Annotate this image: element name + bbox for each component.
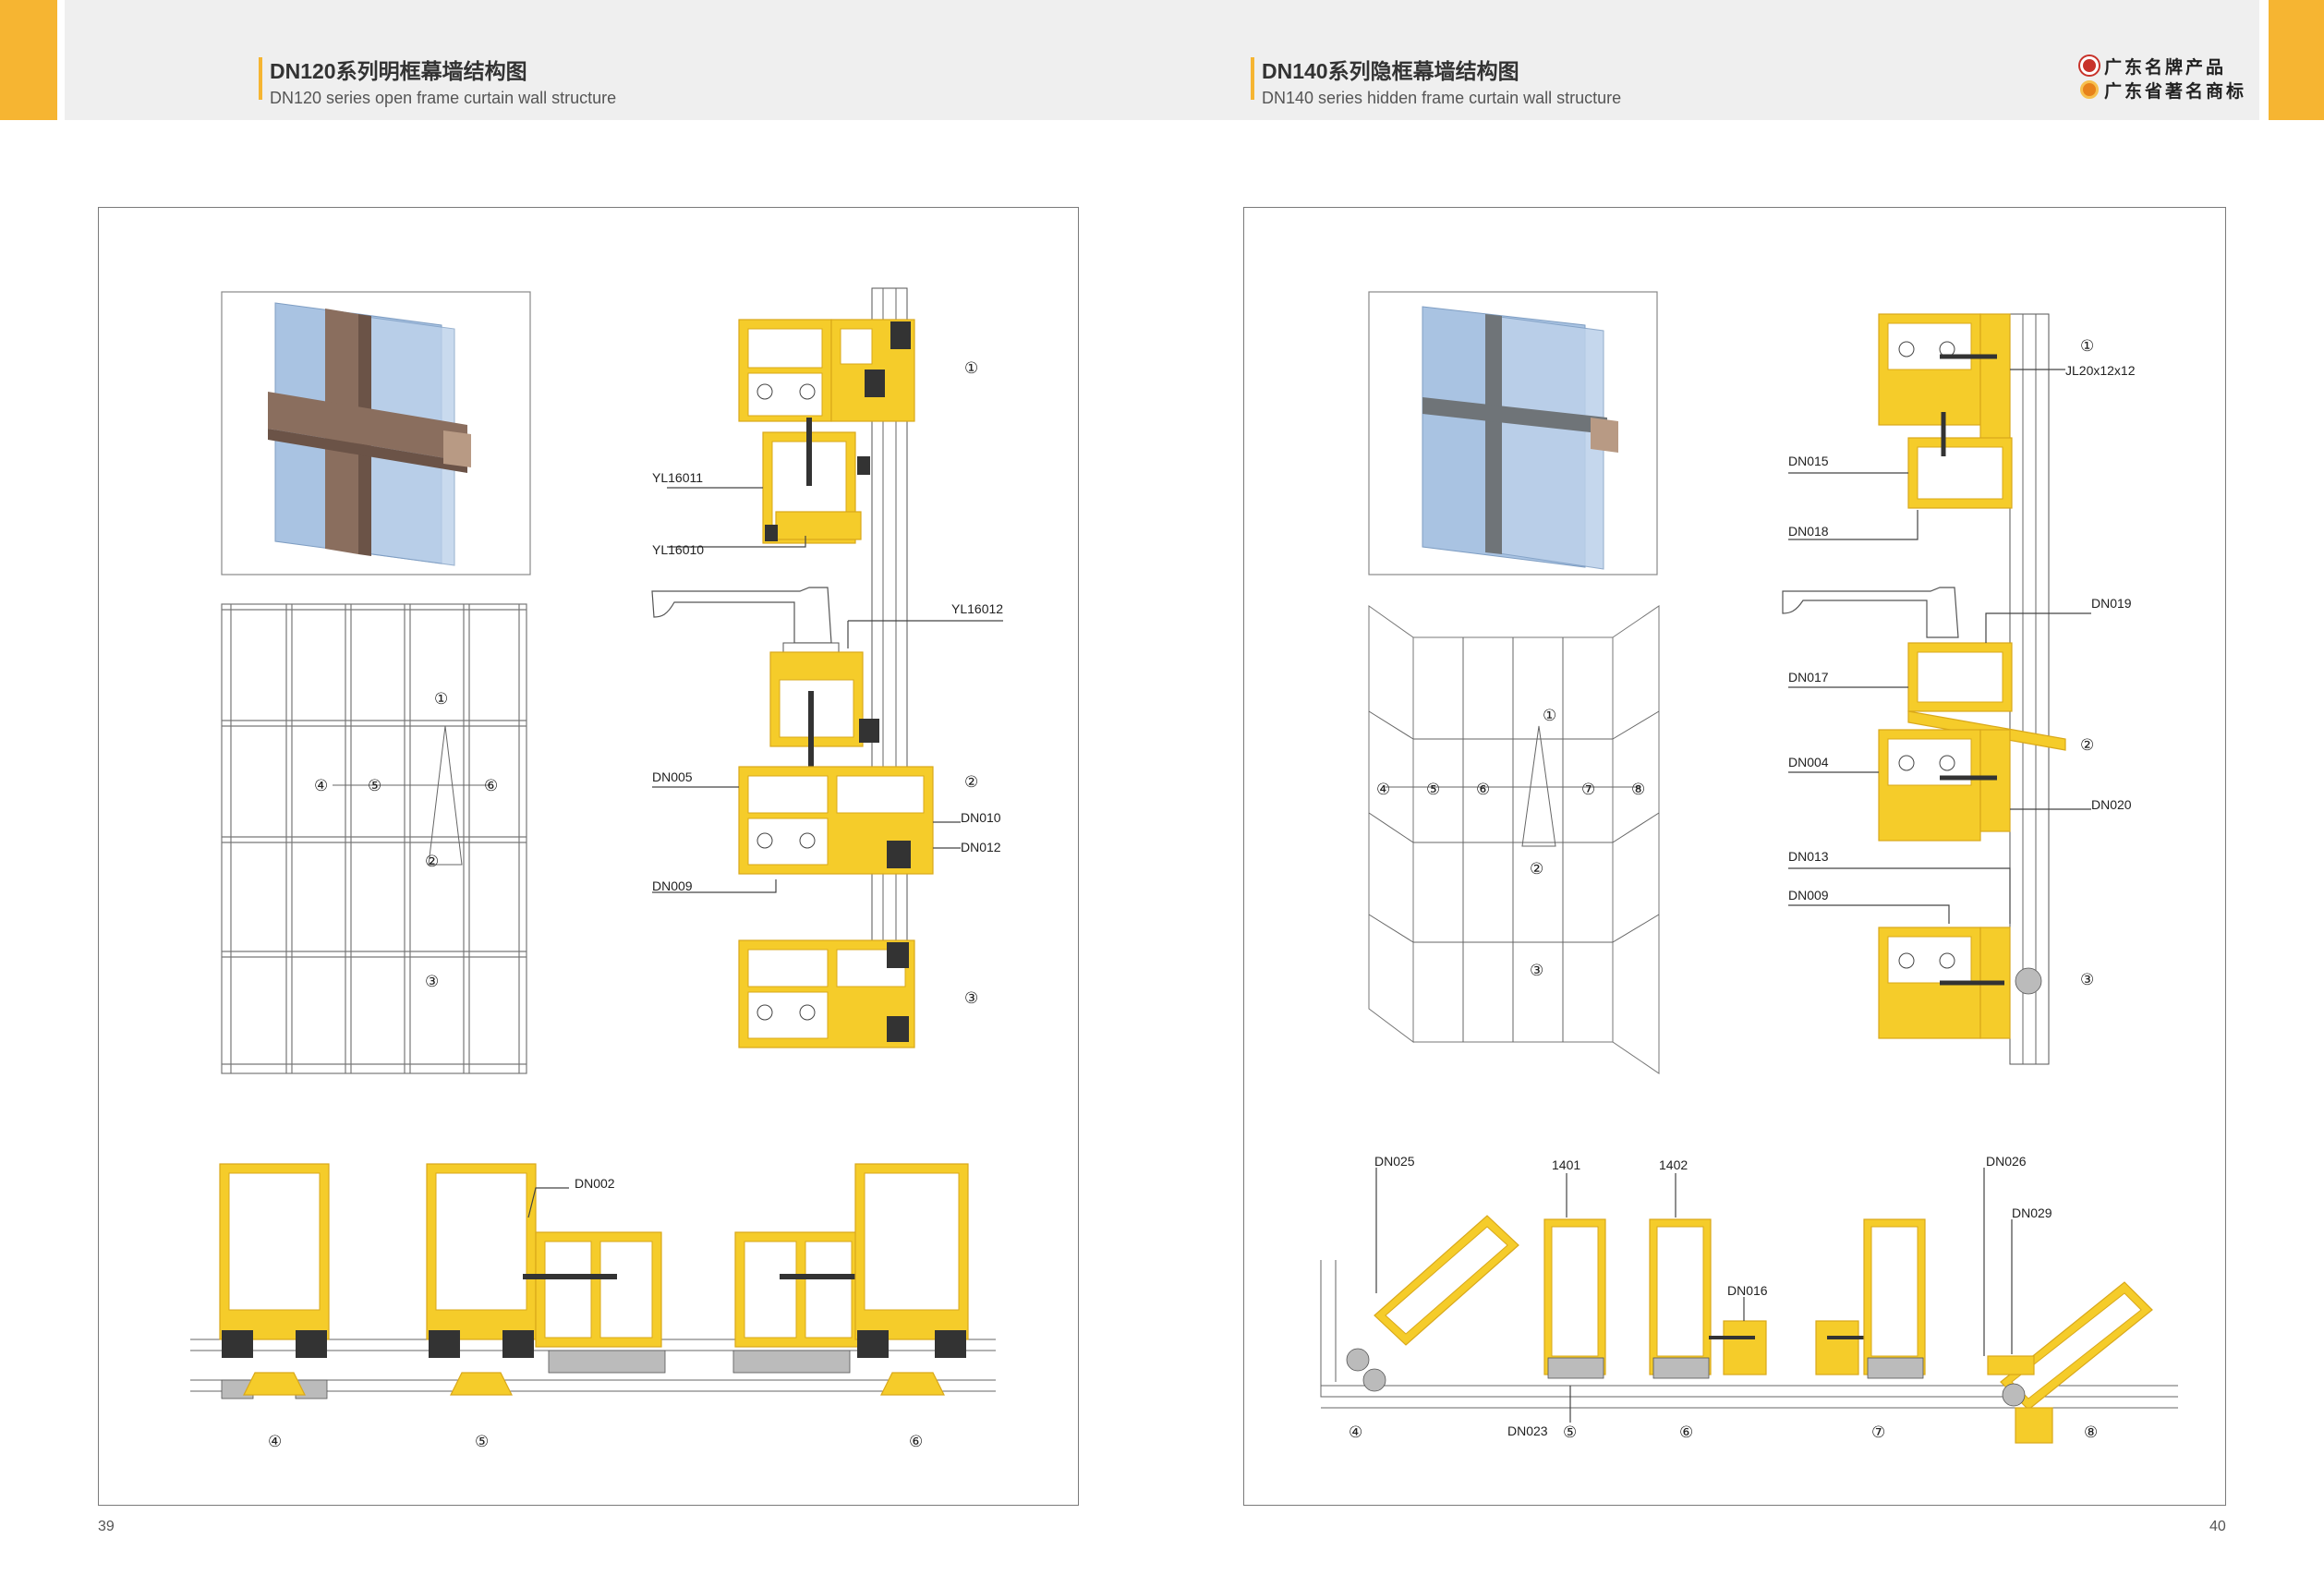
label-1401: 1401	[1552, 1157, 1580, 1172]
brand-row-1: 广东名牌产品	[2079, 54, 2246, 78]
left-horizontal-sections: DN002 ④ ⑤ ⑥	[190, 1163, 996, 1451]
left-hsec-marker-6: ⑥	[909, 1433, 923, 1451]
label-dn004: DN004	[1788, 755, 1829, 769]
left-elev-marker-2: ②	[425, 853, 439, 871]
right-hsec-marker-4: ④	[1349, 1423, 1362, 1442]
left-elev-marker-5: ⑤	[368, 777, 381, 795]
right-3d-render	[1368, 291, 1658, 575]
label-yl16012: YL16012	[951, 601, 1003, 616]
left-elev-marker-6: ⑥	[484, 777, 498, 795]
left-hsec-marker-5: ⑤	[475, 1433, 489, 1451]
title-accent-bar	[1251, 57, 1254, 100]
label-dn015: DN015	[1788, 454, 1829, 468]
label-dn010: DN010	[961, 810, 1001, 825]
right-section-1: JL20x12x12 DN015 DN018 ①	[1788, 313, 2136, 1065]
right-page-number: 40	[2209, 1519, 2226, 1534]
brand-line-1: 广东名牌产品	[2103, 57, 2226, 78]
left-elev-marker-3: ③	[425, 973, 439, 991]
label-dn002: DN002	[575, 1176, 615, 1191]
label-dn019: DN019	[2091, 596, 2132, 611]
left-accent-stripe	[0, 0, 57, 120]
right-hsec-marker-7: ⑦	[1871, 1423, 1885, 1442]
famous-brand-logo-icon	[2079, 56, 2099, 75]
left-elevation-grid: ① ② ③ ④ ⑤ ⑥	[221, 603, 527, 1074]
label-yl16011: YL16011	[652, 470, 703, 485]
left-elev-marker-4: ④	[314, 777, 328, 795]
brand-line-2: 广东省著名商标	[2103, 81, 2246, 102]
label-dn009-right: DN009	[1788, 888, 1829, 903]
label-1402: 1402	[1659, 1157, 1688, 1172]
left-title-block: DN120系列明框幕墙结构图 DN120 series open frame c…	[259, 54, 617, 108]
left-3d-render	[221, 291, 531, 575]
left-elev-marker-1: ①	[434, 690, 448, 709]
left-page-number: 39	[98, 1519, 115, 1534]
title-accent-bar	[259, 57, 262, 100]
right-title-en: DN140 series hidden frame curtain wall s…	[1262, 89, 1622, 107]
brand-row-2: 广东省著名商标	[2079, 78, 2246, 102]
brand-badges: 广东名牌产品 广东省著名商标	[2079, 54, 2246, 102]
right-elev-marker-3: ③	[1530, 962, 1543, 980]
left-section-1: YL16011 YL16010 ①	[652, 287, 978, 1047]
label-dn017: DN017	[1788, 670, 1829, 684]
left-title-cn: DN120系列明框幕墙结构图	[270, 59, 527, 83]
left-title-en: DN120 series open frame curtain wall str…	[270, 89, 617, 107]
right-section-2: DN019 DN017 DN004 DN020 ②	[1782, 587, 2132, 842]
page-header: DN120系列明框幕墙结构图 DN120 series open frame c…	[65, 0, 2259, 120]
label-dn025: DN025	[1374, 1154, 1415, 1169]
right-elev-marker-2: ②	[1530, 860, 1543, 878]
right-elev-marker-5: ⑤	[1426, 781, 1440, 799]
label-dn029: DN029	[2012, 1205, 2052, 1220]
right-section-marker-3: ③	[2080, 971, 2094, 989]
label-dn013: DN013	[1788, 849, 1829, 864]
right-section-marker-2: ②	[2080, 736, 2094, 755]
left-section-marker-1: ①	[964, 359, 978, 378]
right-section-3: DN013 DN009 ③	[1788, 849, 2094, 1039]
left-section-3: ③	[738, 939, 978, 1048]
right-accent-stripe	[2269, 0, 2324, 120]
label-dn016: DN016	[1727, 1283, 1768, 1298]
label-dn009: DN009	[652, 878, 693, 893]
right-elev-marker-8: ⑧	[1631, 781, 1645, 799]
right-hsec-marker-5: ⑤	[1563, 1423, 1577, 1442]
label-dn005: DN005	[652, 769, 693, 784]
label-dn023: DN023	[1507, 1423, 1548, 1438]
label-dn026: DN026	[1986, 1154, 2027, 1169]
label-jl20: JL20x12x12	[2065, 363, 2136, 378]
left-drawing-panel	[98, 207, 1079, 1506]
label-dn018: DN018	[1788, 524, 1829, 539]
right-elevation: ① ② ③ ④ ⑤ ⑥ ⑦ ⑧	[1368, 605, 1660, 1074]
left-hsec-marker-4: ④	[268, 1433, 282, 1451]
right-hsec-marker-6: ⑥	[1679, 1423, 1693, 1442]
label-yl16010: YL16010	[652, 542, 704, 557]
left-section-marker-3: ③	[964, 989, 978, 1008]
right-title-block: DN140系列隐框幕墙结构图 DN140 series hidden frame…	[1251, 54, 1622, 108]
right-horizontal-sections: DN025 1401 1402 DN026 DN029 DN016 DN023 …	[1320, 1154, 2178, 1444]
right-section-marker-1: ①	[2080, 337, 2094, 356]
left-section-marker-2: ②	[964, 773, 978, 792]
right-elev-marker-7: ⑦	[1581, 781, 1595, 799]
trademark-logo-icon	[2079, 80, 2099, 99]
right-drawing-panel	[1243, 207, 2226, 1506]
right-title-cn: DN140系列隐框幕墙结构图	[1262, 59, 1519, 83]
right-elev-marker-6: ⑥	[1476, 781, 1490, 799]
right-elev-marker-4: ④	[1376, 781, 1390, 799]
left-section-2: YL16012 DN005 DN010 DN012 DN009 ②	[651, 587, 1003, 893]
right-hsec-marker-8: ⑧	[2084, 1423, 2098, 1442]
label-dn012: DN012	[961, 840, 1001, 854]
right-elev-marker-1: ①	[1543, 707, 1556, 725]
label-dn020: DN020	[2091, 797, 2132, 812]
